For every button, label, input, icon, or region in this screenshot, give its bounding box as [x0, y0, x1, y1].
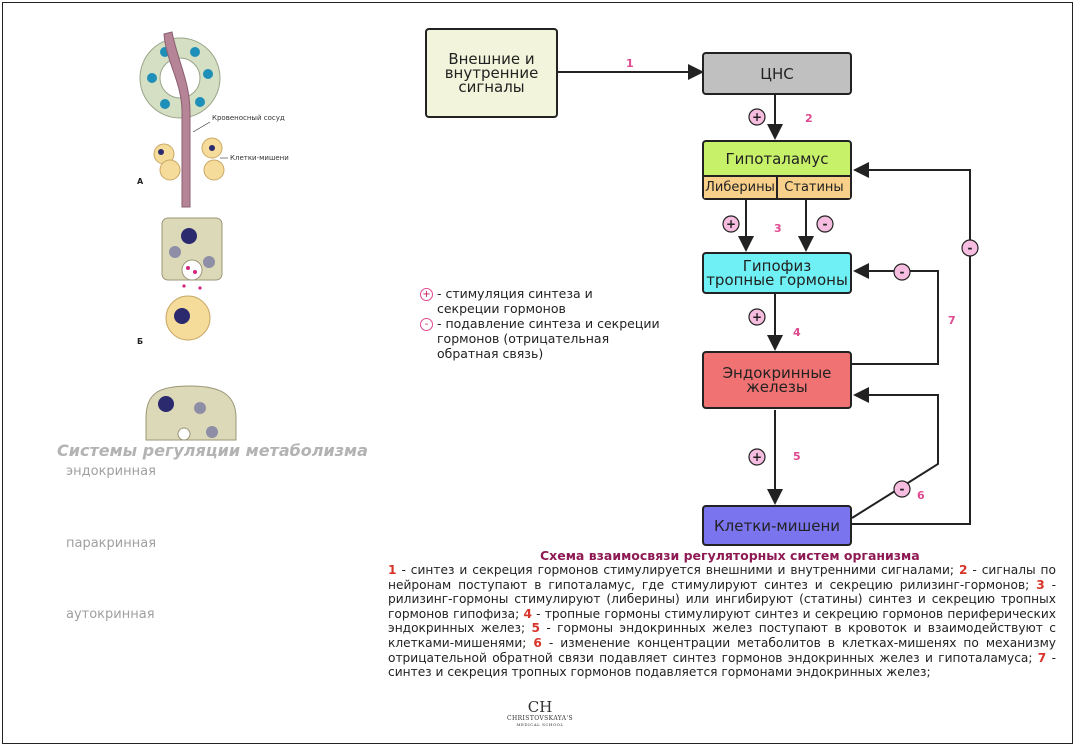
caption-n2: 2	[958, 563, 968, 577]
left-panel-title: Системы регуляции метаболизма	[57, 441, 368, 460]
box-hypothalamus-text: Гипоталамус	[725, 149, 829, 168]
box-cns: ЦНС	[702, 52, 852, 95]
step-1: 1	[626, 57, 634, 70]
step-6: 6	[917, 489, 925, 502]
feedback-6	[851, 387, 939, 519]
vessel-label: Кровеносный сосуд	[212, 114, 285, 122]
plus-sign-icon: +	[420, 288, 433, 301]
letter-a: А	[137, 177, 144, 186]
sign-plus-5: +	[752, 450, 762, 464]
minus-sign-icon: -	[420, 318, 433, 331]
glands-line1: Эндокринные	[722, 364, 832, 382]
legend: + - стимуляция синтеза и секреции гормон…	[420, 286, 665, 361]
step-5: 5	[793, 450, 801, 463]
sign-plus-2: +	[752, 110, 762, 124]
caption-n6: 6	[533, 635, 542, 650]
caption-n4: 4	[523, 606, 532, 621]
sign-minus-3: -	[823, 217, 828, 231]
box-signals-text: Внешние и внутренние сигналы	[444, 50, 539, 96]
sign-minus-7: -	[900, 265, 905, 279]
box-targets-text: Клетки-мишени	[714, 516, 840, 535]
sign-plus-4: +	[752, 310, 762, 324]
school-logo: CH CHRISTOVSKAYA'S MEDICAL SCHOOL	[505, 698, 575, 728]
caption-t3: - рилизинг-гормоны стимулируют (либерины…	[388, 577, 1056, 621]
logo-line1: CHRISTOVSKAYA'S	[507, 715, 573, 722]
box-targets: Клетки-мишени	[702, 505, 852, 546]
caption-t2: - сигналы по нейронам поступают в гипота…	[388, 563, 1056, 592]
pituitary-line2: тропные гормоны	[706, 271, 848, 289]
caption-n5: 5	[531, 621, 540, 636]
caption-n3: 3	[1036, 577, 1045, 592]
legend-plus-text: - стимуляция синтеза и секреции гормонов	[436, 286, 593, 316]
illustration: Кровеносный сосуд Клетки-мишени А Б	[137, 31, 289, 441]
release-row: Либерины Статины	[704, 175, 850, 198]
item-paracrine: паракринная	[66, 536, 157, 551]
logo-mark: CH	[527, 698, 553, 716]
sign-plus-3: +	[726, 217, 736, 231]
targets-label: Клетки-мишени	[230, 154, 289, 162]
caption-n1: 1	[388, 563, 397, 577]
autocrine-illustration	[145, 385, 237, 441]
feedback-hypothalamus	[852, 162, 971, 525]
statins: Статины	[784, 179, 844, 195]
caption-t7: - синтез и секреция тропных гормонов под…	[388, 650, 1056, 680]
logo-line2: MEDICAL SCHOOL	[516, 722, 564, 727]
pituitary-line1: Гипофиз	[742, 257, 812, 275]
caption-n7: 7	[1037, 650, 1047, 665]
item-autocrine: аутокринная	[66, 607, 155, 622]
caption-title: Схема взаимосвязи регуляторных систем ор…	[540, 548, 920, 563]
legend-minus-text: - подавление синтеза и секреции гормонов…	[436, 316, 660, 361]
legend-minus: - - подавление синтеза и секреции гормон…	[420, 316, 665, 361]
box-cns-text: ЦНС	[760, 64, 794, 83]
sign-minus-6: -	[900, 482, 905, 496]
caption-t5: - гормоны эндокринных желез поступают в …	[388, 621, 1056, 650]
item-endocrine: эндокринная	[66, 464, 156, 479]
legend-plus: + - стимуляция синтеза и секреции гормон…	[420, 286, 665, 316]
box-signals: Внешние и внутренние сигналы	[425, 28, 558, 118]
feedback-7	[852, 263, 939, 365]
glands-line2: железы	[746, 378, 808, 396]
step-3: 3	[774, 222, 782, 235]
box-glands: Эндокринные железы	[702, 351, 852, 409]
sign-circles	[722, 108, 979, 498]
sign-minus-feedback: -	[968, 241, 973, 255]
step-7: 7	[948, 314, 956, 327]
caption-t6: - изменение концентрации метаболитов в к…	[388, 635, 1056, 665]
caption-text: 1 - синтез и секреция гормонов стимулиру…	[388, 563, 1056, 680]
caption-t4: - тропные гормоны стимулируют синтез и с…	[388, 606, 1056, 636]
liberins: Либерины	[704, 177, 778, 198]
gland-illustration	[139, 31, 221, 208]
letter-b: Б	[137, 337, 143, 346]
step-4: 4	[793, 326, 801, 339]
paracrine-illustration	[161, 217, 223, 341]
target-cells-a	[153, 137, 225, 181]
step-2: 2	[805, 112, 813, 125]
box-hypothalamus: Гипоталамус Либерины Статины	[702, 140, 852, 200]
box-pituitary: Гипофиз тропные гормоны	[702, 252, 852, 294]
caption-t1: - синтез и секреция гормонов стимулирует…	[396, 563, 959, 577]
